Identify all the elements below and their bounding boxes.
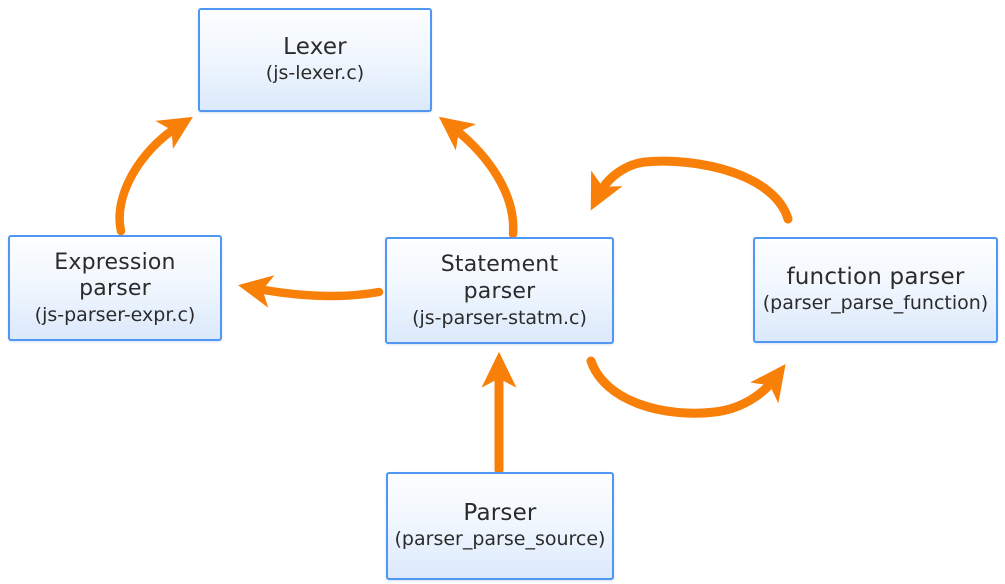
arrow-statement-parser-to-lexer (438, 116, 518, 239)
node-statement-parser-subtitle: (js-parser-statm.c) (412, 306, 587, 329)
arrow-function-parser-to-statement-parser (590, 156, 793, 224)
node-function-parser-title: function parser (786, 264, 965, 291)
arrow-expression-parser-to-lexer (115, 116, 193, 236)
node-statement-parser[interactable]: Statement parser (js-parser-statm.c) (385, 237, 614, 344)
node-lexer-subtitle: (js-lexer.c) (265, 62, 365, 85)
node-expression-parser[interactable]: Expression parser (js-parser-expr.c) (8, 235, 222, 341)
node-lexer-title: Lexer (283, 34, 347, 61)
node-function-parser[interactable]: function parser (parser_parse_function) (753, 237, 998, 343)
node-parser-subtitle: (parser_parse_source) (394, 528, 606, 551)
node-parser[interactable]: Parser (parser_parse_source) (386, 472, 614, 580)
node-statement-parser-title: Statement parser (440, 252, 559, 304)
node-lexer[interactable]: Lexer (js-lexer.c) (198, 8, 432, 112)
arrow-statement-parser-to-function-parser (586, 356, 786, 418)
node-function-parser-subtitle: (parser_parse_function) (762, 292, 989, 315)
arrow-statement-parser-to-expression-parser (237, 275, 384, 308)
node-parser-title: Parser (463, 500, 537, 527)
node-expression-parser-title: Expression parser (54, 249, 176, 302)
node-expression-parser-subtitle: (js-parser-expr.c) (34, 304, 196, 327)
